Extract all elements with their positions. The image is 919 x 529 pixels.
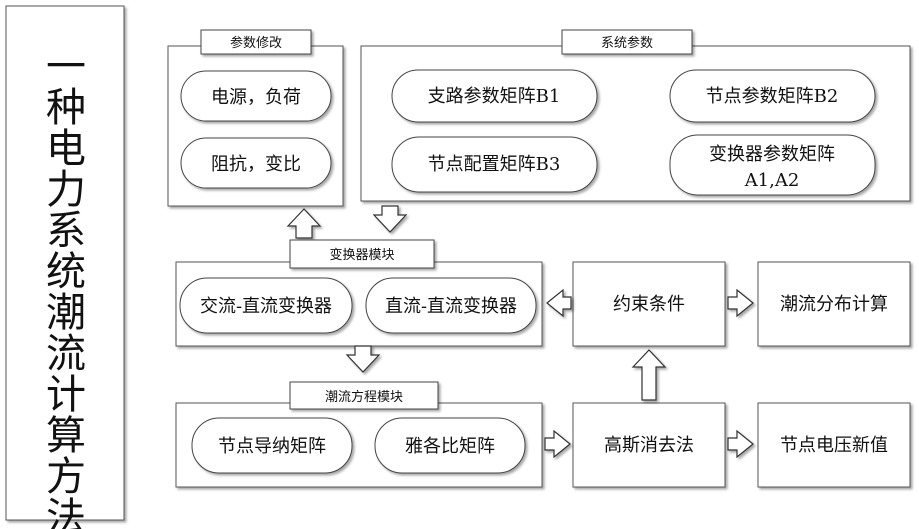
- pill-power-load-label: 电源，负荷: [211, 87, 301, 108]
- pill-converter-param-matrix-label: 变换器参数矩阵: [709, 144, 835, 165]
- arrow-right-to-voltage: [728, 431, 753, 457]
- pill-jacobian-matrix-label: 雅各比矩阵: [405, 436, 495, 457]
- title-char: 法: [46, 495, 86, 529]
- title-char: 种: [46, 85, 86, 131]
- node-voltage-label: 节点电压新值: [780, 435, 888, 456]
- title-char: 计: [46, 372, 86, 418]
- pill-admittance-matrix-label: 节点导纳矩阵: [218, 436, 326, 457]
- pill-ac-dc-label: 交流-直流变换器: [200, 296, 332, 317]
- pill-node-param-matrix-label: 节点参数矩阵B2: [706, 86, 839, 107]
- title-char: 统: [46, 249, 86, 295]
- param-modify-label: 参数修改: [230, 35, 282, 51]
- title-char: 电: [46, 126, 86, 172]
- title-char: 系: [46, 208, 86, 254]
- pill-branch-matrix-label: 支路参数矩阵B1: [428, 86, 561, 107]
- pill-converter-param-matrix-sub: A1,A2: [744, 170, 800, 191]
- title-char: 算: [46, 413, 86, 459]
- arrow-right-to-gauss: [545, 431, 570, 457]
- title-char: 力: [46, 167, 86, 213]
- diagram-title: 一种电力系统潮流计算方法: [46, 44, 86, 529]
- converter-label: 变换器模块: [329, 247, 394, 263]
- title-char: 一: [46, 44, 86, 90]
- node-flow-calc-label: 潮流分布计算: [780, 294, 888, 315]
- pill-node-config-matrix-label: 节点配置矩阵B3: [428, 154, 561, 175]
- pill-impedance-ratio-label: 阻抗，变比: [211, 154, 301, 175]
- flow-equation-label: 潮流方程模块: [325, 389, 403, 405]
- arrow-up-to-param-modify: [288, 209, 320, 238]
- title-char: 潮: [46, 290, 86, 336]
- arrow-down-from-system-params: [374, 206, 406, 232]
- arrow-left-to-converter: [547, 290, 571, 316]
- arrow-right-to-flow-calc: [728, 290, 753, 316]
- title-char: 流: [46, 331, 86, 377]
- system-params-label: 系统参数: [601, 35, 653, 51]
- title-char: 方: [46, 454, 86, 500]
- node-constraint-label: 约束条件: [613, 294, 685, 315]
- pill-dc-dc-label: 直流-直流变换器: [385, 296, 517, 317]
- arrow-up-to-constraint: [633, 350, 665, 400]
- node-gauss-label: 高斯消去法: [604, 435, 694, 456]
- arrow-down-to-flow-equation: [347, 346, 379, 372]
